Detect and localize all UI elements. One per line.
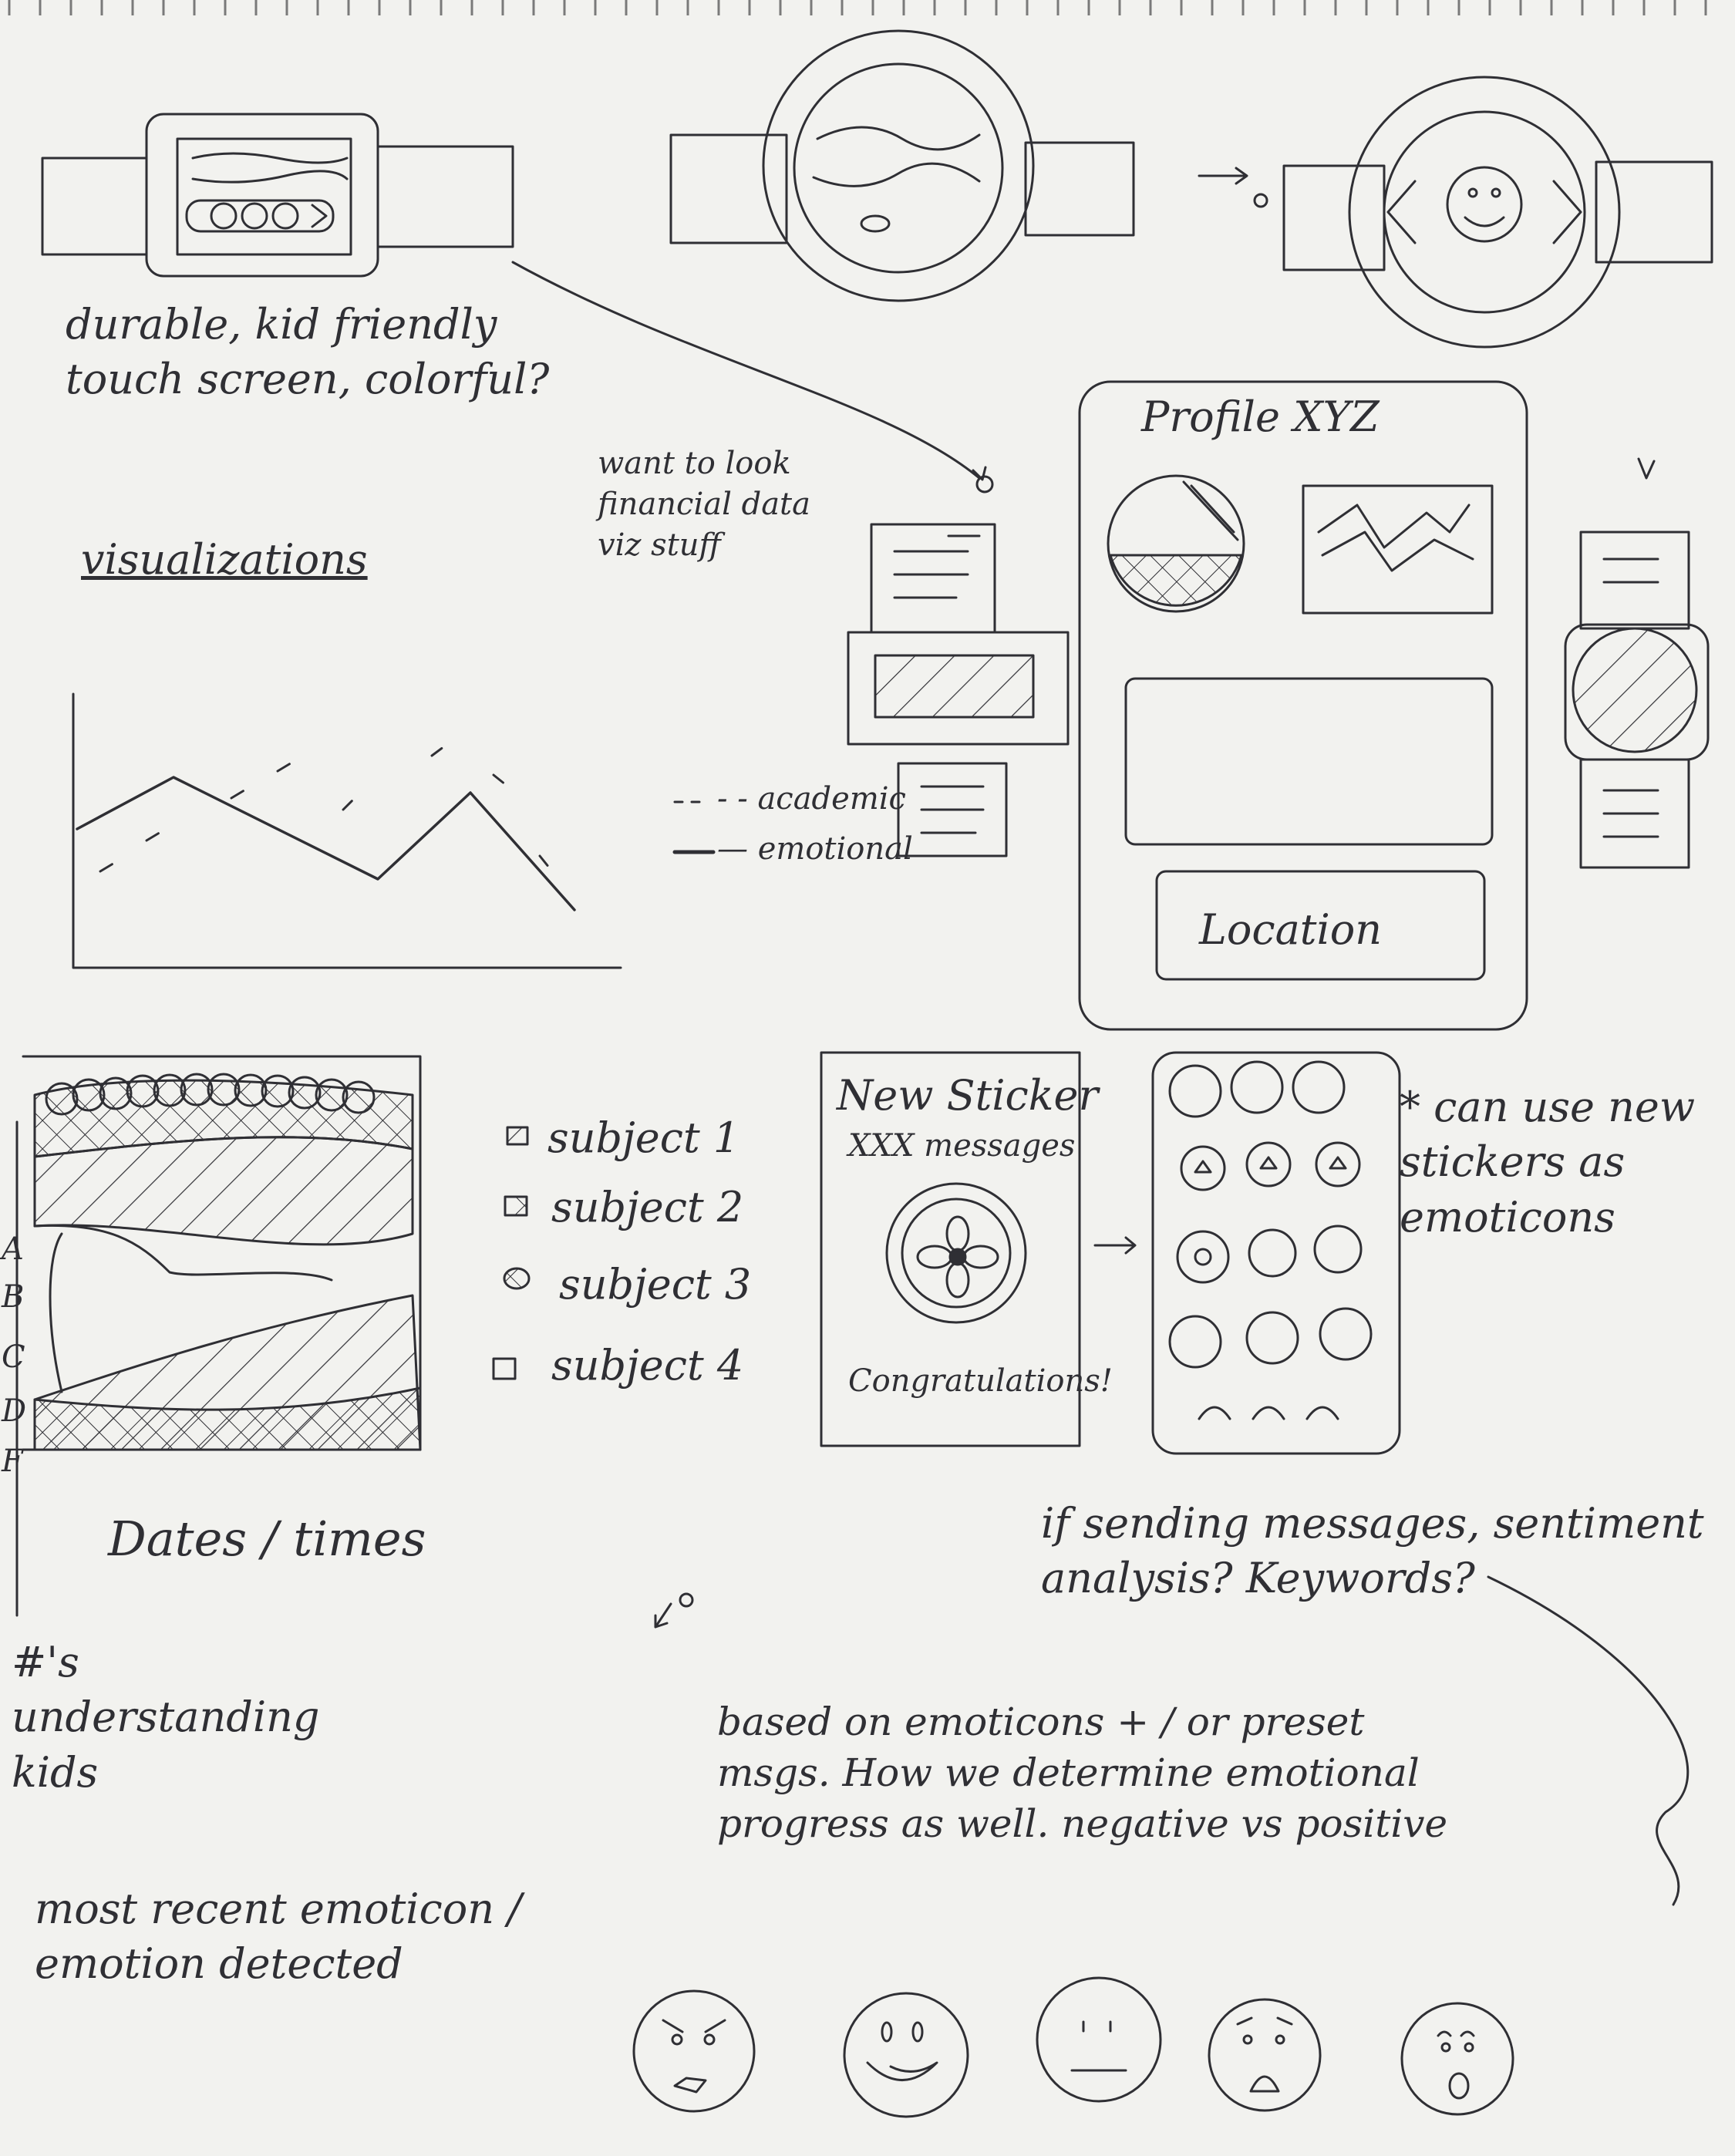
note-sentiment-analysis: if sending messages, sentiment analysis?…: [1041, 1499, 1704, 1603]
profile-title: Profile XYZ: [1141, 392, 1380, 441]
watch-sketch-round: [671, 31, 1134, 301]
note-watch-features: durable, kid friendly touch screen, colo…: [66, 300, 550, 404]
surprised-face-icon: [1402, 2003, 1513, 2114]
note-emoticons-progress: based on emoticons + / or preset msgs. H…: [717, 1700, 1448, 1846]
legend-swatch-subject4: [494, 1359, 515, 1379]
note-stickers-as-emoticons: * can use new stickers as emoticons: [1400, 1083, 1696, 1241]
legend-swatch-subject3: [504, 1268, 529, 1289]
legend-academic-label: - - academic: [717, 781, 906, 817]
legend-swatch-subject1: [507, 1127, 527, 1144]
grade-f: F: [2, 1444, 23, 1479]
legend-subject3: subject 3: [559, 1260, 752, 1309]
axis-label-dates: Dates / times: [108, 1511, 426, 1567]
flower-sticker-icon: [887, 1184, 1026, 1322]
new-sticker-title: New Sticker: [837, 1071, 1099, 1120]
legend-swatch-subject2: [505, 1197, 527, 1215]
arrow-curve: [513, 262, 979, 478]
watch-sketch-emoticon: [1284, 77, 1712, 347]
new-sticker-card-sketch: [821, 1053, 1080, 1446]
financial-widgets-sketch: [848, 524, 1068, 856]
happy-face-icon: [844, 1993, 968, 2117]
worried-face-icon: [1209, 1999, 1320, 2111]
legend-subject2: subject 2: [551, 1183, 744, 1231]
profile-location-label: Location: [1199, 905, 1383, 954]
grade-a: A: [2, 1231, 24, 1267]
legend-subject1: subject 1: [547, 1113, 740, 1162]
neutral-face-icon: [1037, 1978, 1161, 2101]
legend-subject4: subject 4: [551, 1341, 744, 1390]
sticker-grid-phone-sketch: [1153, 1053, 1400, 1454]
arrow-right-icon: [1199, 168, 1247, 184]
grade-c: C: [2, 1339, 25, 1375]
new-sticker-subtitle: XXX messages: [848, 1128, 1076, 1164]
spiral-binding: [8, 0, 1707, 15]
watch-sketch-rectangular: [42, 114, 513, 276]
line-chart-sketch: [73, 694, 621, 968]
stream-graph-sketch: [17, 1056, 420, 1615]
legend-emotional-label: — emotional: [717, 831, 913, 867]
arrow-right-icon: [1095, 1238, 1135, 1253]
note-visualizations: visualizations: [81, 535, 368, 584]
note-kids: #'s understanding kids: [12, 1638, 320, 1797]
grade-b: B: [2, 1279, 25, 1315]
profile-phone-sketch: [1080, 382, 1654, 1029]
watch-sketch-side: [1565, 532, 1708, 867]
angry-face-icon: [634, 1991, 754, 2111]
note-recent-emoticon: most recent emoticon / emotion detected: [35, 1885, 522, 1989]
note-want-to-look: want to look financial data viz stuff: [598, 446, 810, 563]
congratulations-label: Congratulations!: [848, 1363, 1113, 1399]
grade-d: D: [2, 1393, 27, 1429]
